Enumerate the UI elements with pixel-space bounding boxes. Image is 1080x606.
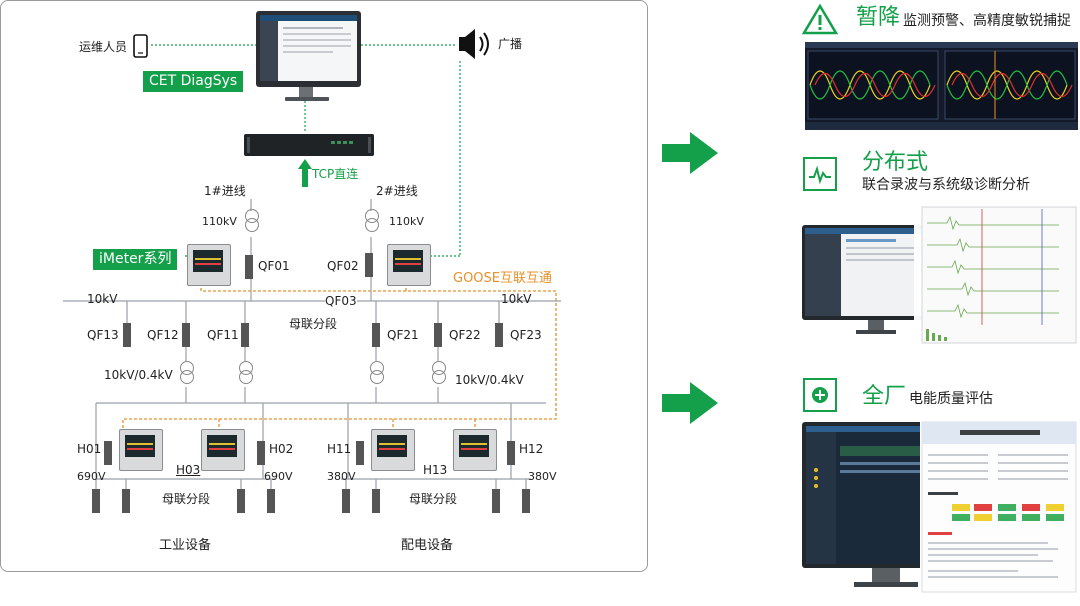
speaker-icon xyxy=(459,29,489,59)
imeter-device xyxy=(201,429,245,471)
section-2-subtitle: 联合录波与系统级诊断分析 xyxy=(862,177,1030,193)
phone-icon xyxy=(133,34,148,58)
bus-tie-lower-left-label: 母联分段 xyxy=(162,492,211,506)
breaker-h01 xyxy=(104,441,112,465)
warning-icon xyxy=(802,4,838,35)
network-switch-icon xyxy=(244,134,374,156)
h01-label: H01 xyxy=(77,442,102,456)
transformer-1-icon xyxy=(245,209,259,233)
breaker-qf22 xyxy=(434,323,442,347)
monitor-icon xyxy=(256,11,361,101)
qf13-label: QF13 xyxy=(87,328,119,342)
breaker-qf12 xyxy=(182,323,190,347)
arrow-right-icon xyxy=(662,132,718,174)
qf01-label: QF01 xyxy=(258,259,290,273)
h01-voltage-label: 690V xyxy=(77,470,106,483)
incoming-1-label: 1#进线 xyxy=(204,184,246,198)
qf03-label: QF03 xyxy=(325,294,357,308)
bus-10kv-left-label: 10kV xyxy=(87,292,118,306)
h13-label: H13 xyxy=(423,463,448,477)
breaker-qf02 xyxy=(365,253,373,277)
imeter-device xyxy=(119,429,163,471)
breaker-h02 xyxy=(257,441,265,465)
imeter-device xyxy=(453,429,497,471)
transformer-qf12-icon xyxy=(180,361,194,385)
qf02-label: QF02 xyxy=(327,259,359,273)
feeder-breaker xyxy=(372,489,380,513)
broadcast-label: 广播 xyxy=(498,37,523,51)
tx-right-label: 10kV/0.4kV xyxy=(455,373,524,387)
breaker-qf01 xyxy=(245,255,253,279)
section-3-title: 全厂 xyxy=(862,384,907,409)
imeter-device xyxy=(187,244,231,286)
transformer-qf11-icon xyxy=(239,361,253,385)
wiring-lines xyxy=(63,11,561,489)
h11-voltage-label: 380V xyxy=(327,470,356,483)
h12-voltage-label: 380V xyxy=(528,470,557,483)
qf11-label: QF11 xyxy=(207,328,239,342)
bus-10kv-right-label: 10kV xyxy=(501,292,532,306)
plus-target-icon xyxy=(803,378,837,412)
incoming-2-label: 2#进线 xyxy=(376,184,418,198)
sag-waveform-screenshot xyxy=(805,42,1078,130)
imeter-device xyxy=(371,429,415,471)
qf22-label: QF22 xyxy=(449,328,481,342)
qf21-label: QF21 xyxy=(387,328,419,342)
h03-label: H03 xyxy=(176,463,201,477)
breaker-h12 xyxy=(507,441,515,465)
arrow-right-icon xyxy=(662,382,718,424)
voltage-110-right: 110kV xyxy=(389,215,424,228)
section-1-title: 暂降 xyxy=(856,5,901,30)
feeder-breaker xyxy=(492,489,500,513)
section-3-subtitle: 电能质量评估 xyxy=(909,391,993,407)
h02-voltage-label: 690V xyxy=(264,470,293,483)
goose-label: GOOSE互联互通 xyxy=(453,271,553,286)
bus-tie-upper-label: 母联分段 xyxy=(289,317,338,331)
h11-label: H11 xyxy=(327,442,352,456)
feeder-breaker xyxy=(522,489,530,513)
plant-quality-assessment-screenshot xyxy=(802,420,1078,596)
breaker-qf11 xyxy=(241,323,249,347)
breaker-qf23 xyxy=(495,323,503,347)
imeter-device xyxy=(387,244,431,286)
software-name-tag: CET DiagSys xyxy=(143,71,244,93)
qf23-label: QF23 xyxy=(510,328,542,342)
h12-label: H12 xyxy=(519,442,544,456)
bus-tie-lower-right-label: 母联分段 xyxy=(409,492,458,506)
personnel-label: 运维人员 xyxy=(79,40,128,54)
waveform-icon xyxy=(803,157,837,191)
distribution-equipment-label: 配电设备 xyxy=(401,538,454,553)
transformer-2-icon xyxy=(365,209,379,233)
tcp-arrow-icon xyxy=(298,159,312,187)
imeter-series-tag: iMeter系列 xyxy=(93,249,178,271)
breaker-h11 xyxy=(356,441,364,465)
feeder-breaker xyxy=(92,489,100,513)
transformer-qf21-icon xyxy=(370,361,384,385)
topology-diagram-panel: 运维人员 广播 CET DiagSys TCP直连 1#进线 2#进线 110k… xyxy=(0,0,648,572)
section-2-title: 分布式 xyxy=(862,150,929,175)
feeder-breaker xyxy=(237,489,245,513)
feeder-breaker xyxy=(267,489,275,513)
transformer-qf22-icon xyxy=(432,361,446,385)
qf12-label: QF12 xyxy=(147,328,179,342)
h02-label: H02 xyxy=(269,442,294,456)
breaker-qf13 xyxy=(123,323,131,347)
breaker-qf21 xyxy=(372,323,380,347)
feeder-breaker xyxy=(342,489,350,513)
distributed-recording-screenshot xyxy=(802,205,1078,345)
voltage-110-left: 110kV xyxy=(202,215,237,228)
feeder-breaker xyxy=(122,489,130,513)
section-1-subtitle: 监测预警、高精度敏锐捕捉 xyxy=(903,13,1071,29)
industrial-equipment-label: 工业设备 xyxy=(159,538,212,553)
tx-left-label: 10kV/0.4kV xyxy=(104,368,173,382)
tcp-label: TCP直连 xyxy=(312,167,359,181)
